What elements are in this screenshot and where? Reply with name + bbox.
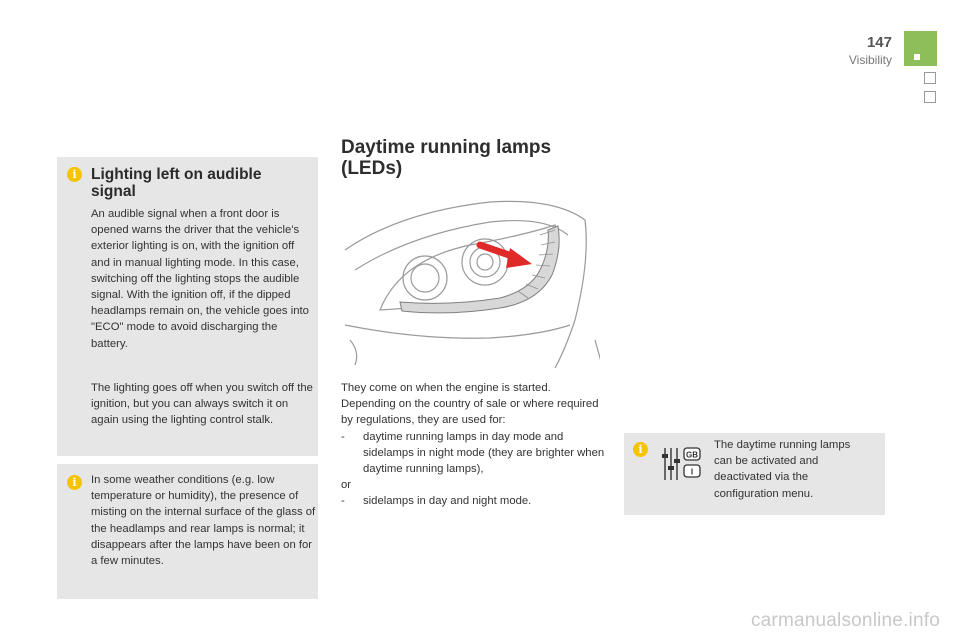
info-icon: i — [67, 475, 82, 490]
bullet-dash: - — [341, 430, 345, 443]
panel-title: Lighting left on audible signal — [91, 166, 262, 200]
panel-paragraph: In some weather conditions (e.g. low tem… — [91, 474, 316, 568]
watermark: carmanualsonline.info — [750, 610, 940, 631]
list-item: - daytime running lamps in day mode and … — [341, 429, 606, 478]
section-name: Visibility — [848, 53, 892, 67]
headlamp-illustration — [344, 200, 600, 369]
page-number: 147 — [866, 34, 892, 51]
section-tab-marker — [914, 54, 920, 60]
info-icon: i — [633, 442, 648, 457]
section-tab-green — [904, 31, 937, 66]
info-icon: i — [67, 167, 82, 182]
i-badge: I — [691, 468, 693, 477]
or-text: or — [341, 479, 352, 492]
bullet-dash: - — [341, 495, 345, 508]
lighting-info-panel: i Lighting left on audible signal An aud… — [57, 157, 318, 456]
panel-paragraph: The lighting goes off when you switch of… — [91, 382, 313, 427]
gb-badge: GB — [686, 451, 698, 460]
list-item: - sidelamps in day and night mode. — [341, 493, 606, 509]
intro-paragraph: They come on when the engine is started.… — [341, 382, 599, 427]
configuration-info-panel: i — [624, 433, 885, 515]
configuration-text: The daytime running lamps can be activat… — [714, 439, 851, 500]
section-tab-box-1 — [924, 72, 936, 84]
section-title: Daytime running lamps (LEDs) — [341, 137, 552, 179]
description-text: They come on when the engine is started.… — [341, 380, 606, 510]
panel-paragraph: An audible signal when a front door is o… — [91, 208, 309, 350]
weather-info-panel: i In some weather conditions (e.g. low t… — [57, 464, 318, 599]
section-tab-box-2 — [924, 91, 936, 103]
configuration-menu-icon: GB I — [662, 447, 701, 480]
list-item-text: sidelamps in day and night mode. — [363, 495, 532, 508]
red-arrow-icon — [476, 241, 532, 268]
list-item-text: daytime running lamps in day mode and si… — [363, 430, 605, 476]
